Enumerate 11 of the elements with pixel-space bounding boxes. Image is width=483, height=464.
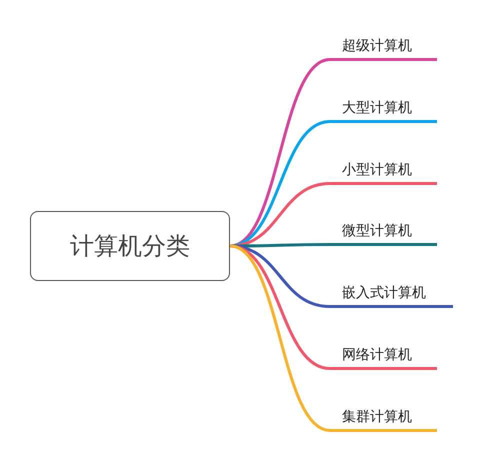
- branch-line: [230, 58, 330, 248]
- branch-topic-text: 大型计算机: [342, 99, 412, 117]
- branch-topic-text: 超级计算机: [342, 37, 412, 55]
- branch-topic-text: 微型计算机: [342, 222, 412, 240]
- branch-topic-text: 集群计算机: [342, 408, 412, 426]
- branch-line: [230, 244, 330, 432]
- root-topic-box: [30, 211, 230, 281]
- branch-topic-text: 嵌入式计算机: [342, 284, 426, 302]
- branch-topic-text: 小型计算机: [342, 161, 412, 179]
- branch-topic-text: 网络计算机: [342, 346, 412, 364]
- root-topic-text: 计算机分类: [70, 231, 190, 262]
